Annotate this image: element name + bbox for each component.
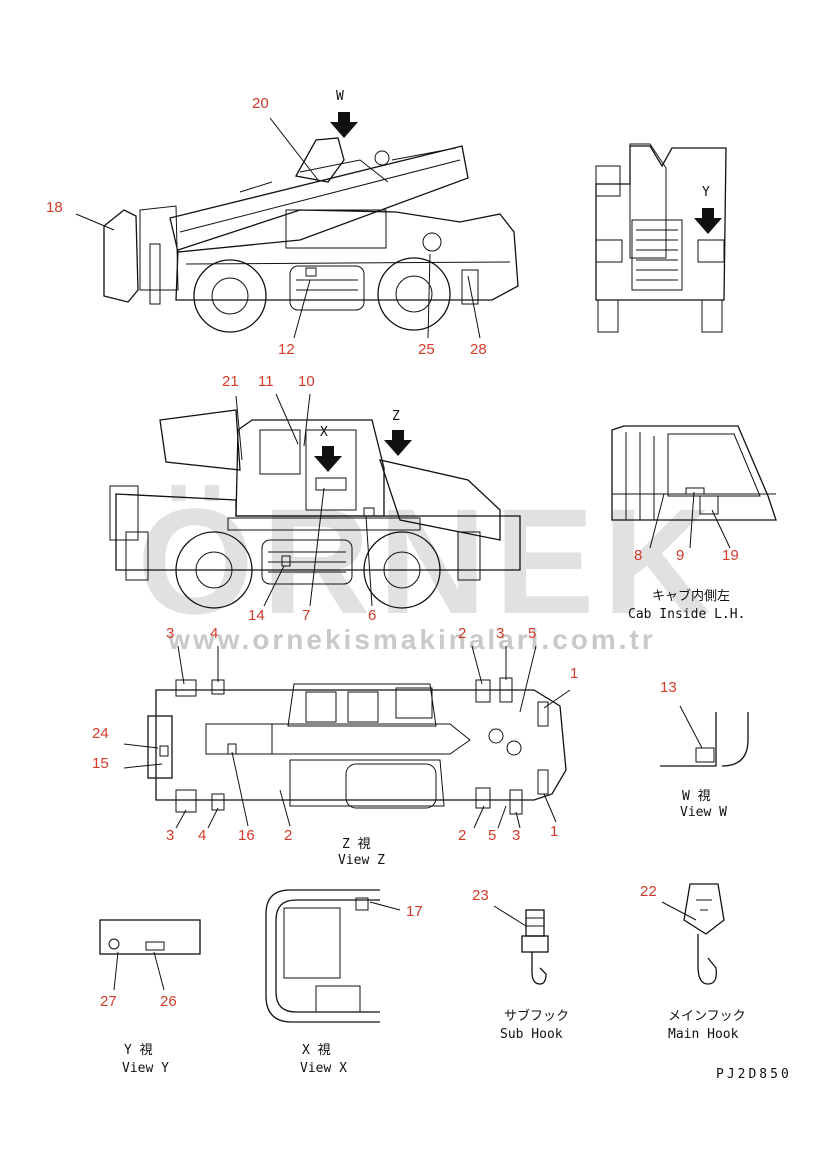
label-11: 11 xyxy=(258,373,274,390)
cab-caption-en: Cab Inside L.H. xyxy=(628,607,745,622)
label-28: 28 xyxy=(470,341,487,358)
plan-label-5-top: 5 xyxy=(528,625,536,642)
plan-label-4-top: 4 xyxy=(210,625,218,642)
label-27: 27 xyxy=(100,993,117,1010)
crane-side-view-top: W 20 18 12 25 xyxy=(46,89,519,358)
arrow-x-icon xyxy=(314,446,342,472)
plan-label-1-top: 1 xyxy=(570,665,578,682)
plan-label-2-bottom-left: 2 xyxy=(284,827,292,844)
plan-label-5-bottom: 5 xyxy=(488,827,496,844)
label-20: 20 xyxy=(252,95,269,112)
label-8: 8 xyxy=(634,547,642,564)
view-y-caption-jp: Y 視 xyxy=(124,1043,153,1058)
label-19: 19 xyxy=(722,547,739,564)
arrow-w-icon xyxy=(330,112,358,138)
view-y-detail: 27 26 Y 視 View Y xyxy=(99,919,201,1076)
plan-label-3-bottom-right: 3 xyxy=(512,827,520,844)
plan-label-2-top: 2 xyxy=(458,625,466,642)
plan-label-16: 16 xyxy=(238,827,255,844)
sub-hook-caption-jp: サブフック xyxy=(504,1008,569,1024)
arrow-z-icon xyxy=(384,430,412,456)
crane-side-view-mid: Z X 21 11 10 14 7 6 xyxy=(109,373,521,624)
plan-label-15: 15 xyxy=(92,755,109,772)
label-13: 13 xyxy=(660,679,677,696)
label-23: 23 xyxy=(472,887,489,904)
main-hook-detail: 22 メインフック Main Hook xyxy=(640,883,746,1042)
main-hook-caption-en: Main Hook xyxy=(668,1027,739,1042)
label-12: 12 xyxy=(278,341,295,358)
view-w-detail: 13 W 視 View W xyxy=(660,679,749,820)
plan-label-1-bottom: 1 xyxy=(550,823,558,840)
drawing-code: PJ2D850 xyxy=(716,1067,792,1082)
plan-label-24: 24 xyxy=(92,725,109,742)
arrow-x-letter: X xyxy=(320,425,328,440)
plan-label-4-bottom: 4 xyxy=(198,827,206,844)
label-22: 22 xyxy=(640,883,657,900)
sub-hook-detail: 23 サブフック Sub Hook xyxy=(472,887,569,1042)
plan-label-3-top-left: 3 xyxy=(166,625,174,642)
watermark-url: www.ornekismakinalari.com.tr xyxy=(168,624,656,655)
label-9: 9 xyxy=(676,547,684,564)
view-y-caption-en: View Y xyxy=(122,1061,169,1076)
label-17: 17 xyxy=(406,903,423,920)
crane-front-view: Y xyxy=(595,143,727,333)
label-18: 18 xyxy=(46,199,63,216)
label-25: 25 xyxy=(418,341,435,358)
plan-label-3-bottom-left: 3 xyxy=(166,827,174,844)
label-21: 21 xyxy=(222,373,239,390)
view-x-caption-en: View X xyxy=(300,1061,347,1076)
view-w-caption-jp: W 視 xyxy=(682,789,711,804)
view-w-caption-en: View W xyxy=(680,805,727,820)
plan-label-3-top-right: 3 xyxy=(496,625,504,642)
view-z-caption-jp: Z 視 xyxy=(342,837,371,852)
cab-caption-jp: キャブ内側左 xyxy=(652,588,730,604)
label-7: 7 xyxy=(302,607,310,624)
view-x-caption-jp: X 視 xyxy=(302,1043,331,1058)
view-x-detail: 17 X 視 View X xyxy=(265,889,423,1076)
label-26: 26 xyxy=(160,993,177,1010)
label-10: 10 xyxy=(298,373,315,390)
arrow-y-icon xyxy=(694,208,722,234)
label-14: 14 xyxy=(248,607,265,624)
cab-inside-view: 8 9 19 キャブ内側左 Cab Inside L.H. xyxy=(611,425,777,622)
sub-hook-caption-en: Sub Hook xyxy=(500,1027,563,1042)
arrow-y-letter: Y xyxy=(702,185,710,200)
view-z-plan: 3 4 2 3 5 1 24 15 3 4 16 2 2 5 3 1 Z 視 V… xyxy=(92,625,578,868)
arrow-z-letter: Z xyxy=(392,409,400,424)
plan-label-2-bottom-right: 2 xyxy=(458,827,466,844)
watermark-brand: ÖRNEK xyxy=(137,477,719,645)
view-z-caption-en: View Z xyxy=(338,853,385,868)
label-6: 6 xyxy=(368,607,376,624)
main-hook-caption-jp: メインフック xyxy=(668,1009,746,1024)
arrow-w-letter: W xyxy=(336,89,344,104)
